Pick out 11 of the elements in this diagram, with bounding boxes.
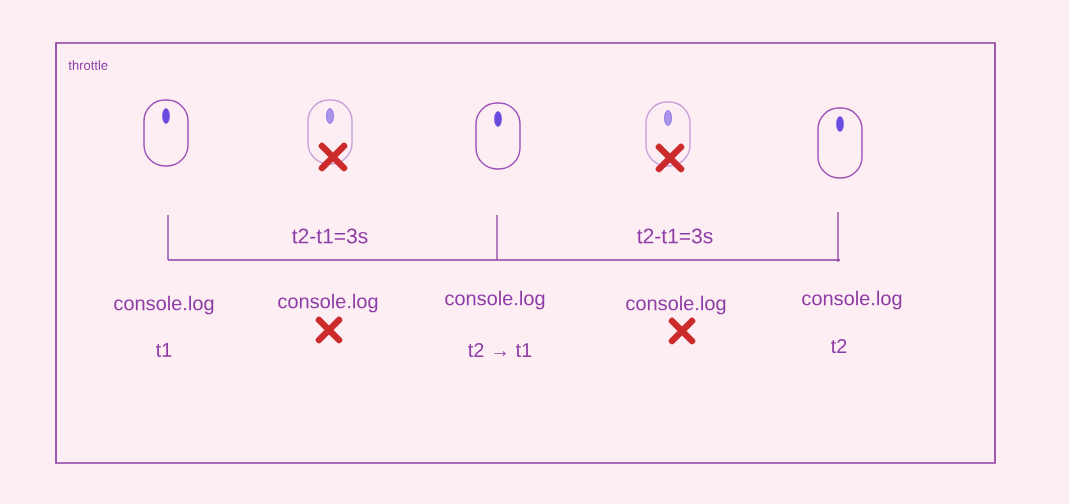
time-label: t1 <box>155 343 172 357</box>
log-label: console.log <box>802 290 902 310</box>
log-label: console.log <box>278 293 378 313</box>
log-label: console.log <box>445 290 545 310</box>
log-label: console.log <box>114 295 214 315</box>
interval-label: t2-t1=3s <box>637 228 713 244</box>
log-label: console.log <box>626 295 726 315</box>
time-label: t2 <box>830 338 847 354</box>
interval-label: t2-t1=3s <box>292 228 368 244</box>
time-label: t2 → t1 <box>468 342 532 358</box>
frame-title: throttle <box>68 60 108 70</box>
